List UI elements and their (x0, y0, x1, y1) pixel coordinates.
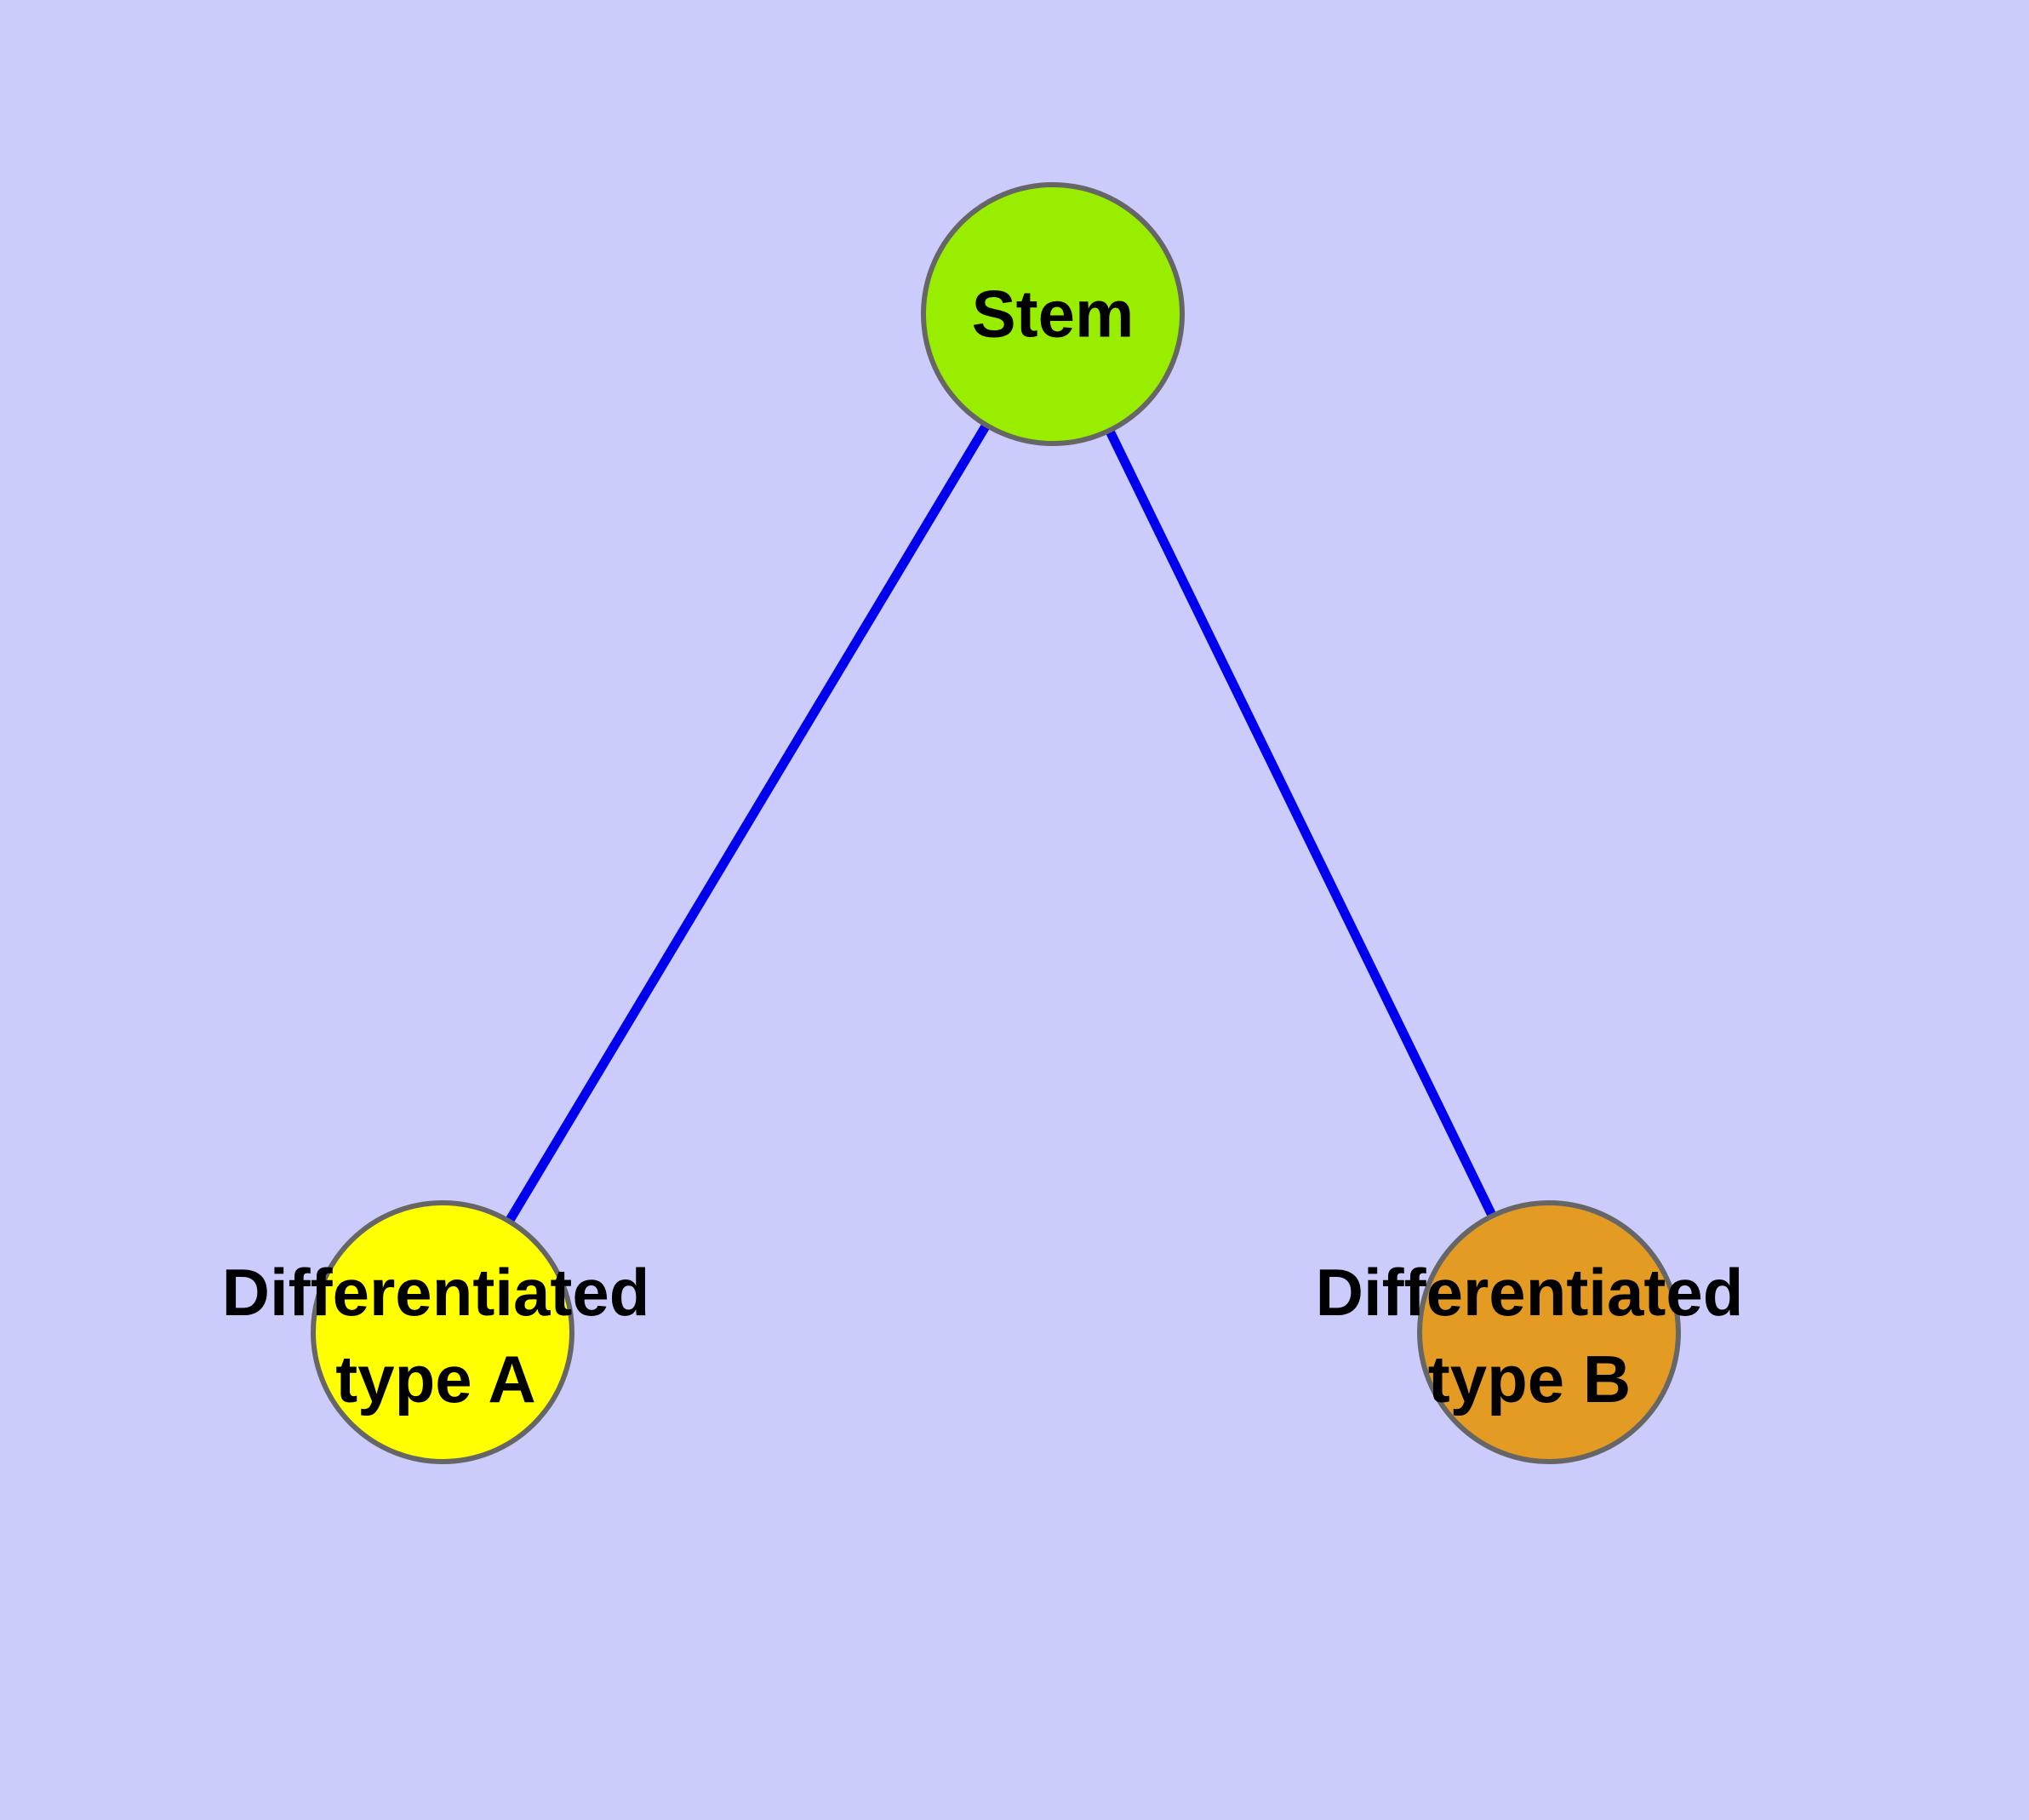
node-differentiated-type-a[interactable] (311, 1200, 574, 1464)
node-stem[interactable] (921, 182, 1185, 446)
edge-layer (437, 309, 1554, 1337)
node-label-b-line-1: Differentiated (1316, 1255, 1744, 1330)
node-differentiated-type-b[interactable] (1417, 1200, 1681, 1464)
node-label-a-line-1: Differentiated (222, 1255, 650, 1330)
node-label-a-line-2: type A (335, 1342, 536, 1417)
node-label-stem: Stem (972, 277, 1135, 352)
node-layer (311, 182, 1681, 1464)
label-layer: Stem Differentiated type A Differentiate… (222, 277, 1744, 1417)
edge-stem-to-differentiated-a[interactable] (437, 309, 1058, 1337)
node-label-b-line-2: type B (1428, 1342, 1631, 1417)
node-label-differentiated-type-a: Differentiated type A (222, 1255, 650, 1417)
edge-stem-to-differentiated-b[interactable] (1048, 309, 1554, 1337)
node-label-differentiated-type-b: Differentiated type B (1316, 1255, 1744, 1417)
